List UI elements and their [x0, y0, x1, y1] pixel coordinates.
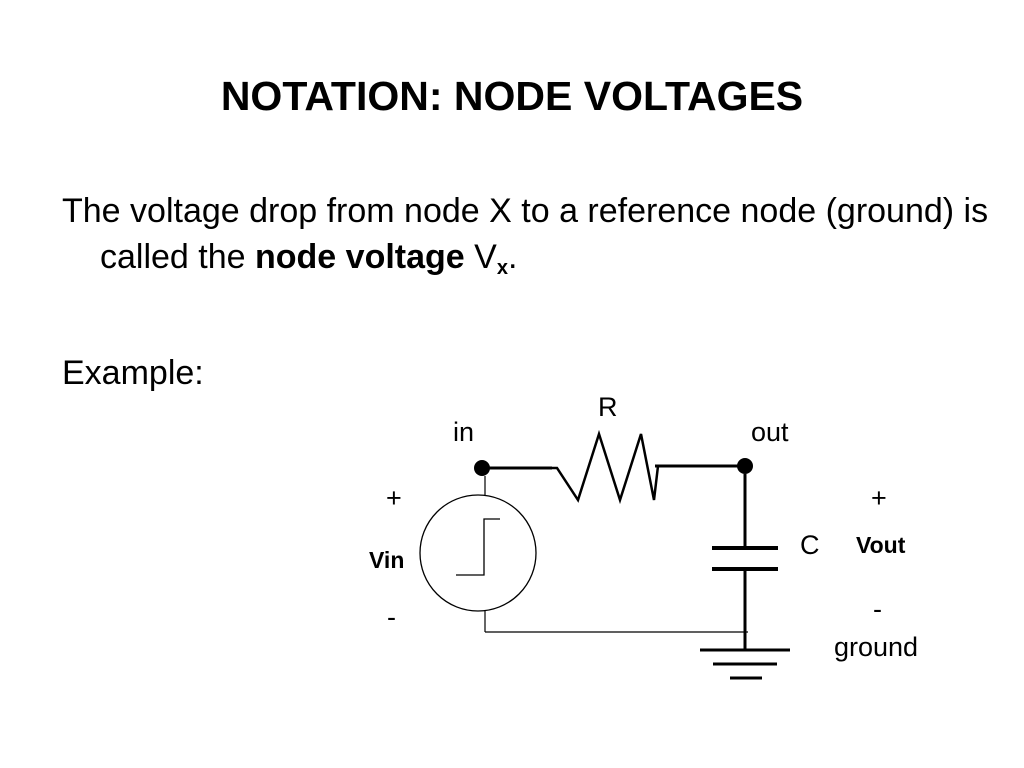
- slide-title: NOTATION: NODE VOLTAGES: [220, 73, 804, 119]
- definition-text: The voltage drop from node X to a refere…: [62, 192, 989, 276]
- vout-plus-sign: +: [871, 483, 887, 513]
- node-voltage-symbol: V: [474, 238, 497, 276]
- vin-plus-sign: +: [386, 483, 402, 513]
- node-out-label: out: [751, 417, 789, 447]
- capacitor-label: C: [800, 530, 820, 560]
- resistor: [552, 429, 660, 505]
- vin-label: Vin: [369, 547, 404, 573]
- voltage-source: [419, 494, 537, 612]
- example-label: Example:: [62, 354, 204, 392]
- definition-paragraph: The voltage drop from node X to a refere…: [62, 188, 1000, 291]
- ground-icon: [700, 648, 790, 680]
- vout-label: Vout: [856, 532, 906, 558]
- vout-minus-sign: -: [873, 594, 882, 624]
- node-voltage-subscript: x: [496, 257, 508, 279]
- node-in-dot: [474, 460, 490, 476]
- node-in-label: in: [453, 417, 474, 447]
- resistor-label: R: [598, 392, 618, 422]
- node-voltage-term: node voltage: [255, 238, 465, 276]
- node-out-dot: [737, 458, 753, 474]
- vin-minus-sign: -: [387, 602, 396, 632]
- definition-period: .: [507, 238, 518, 276]
- ground-label: ground: [834, 632, 918, 662]
- step-waveform-icon: [456, 518, 500, 576]
